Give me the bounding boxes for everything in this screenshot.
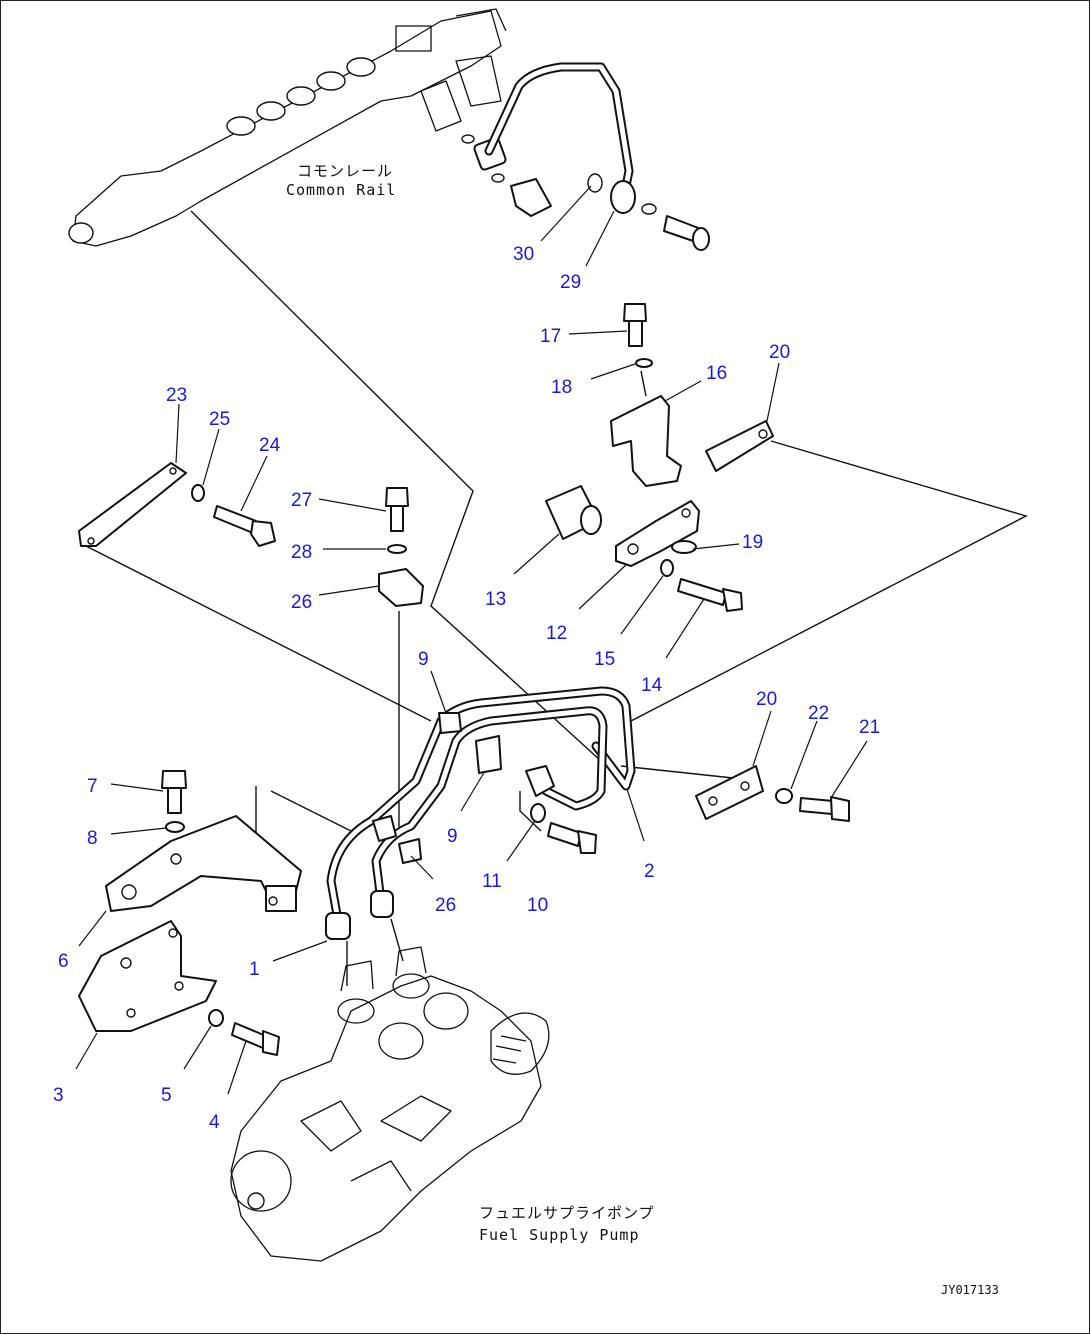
pipe-joint (525, 765, 555, 797)
callout-18: 18 (551, 377, 572, 398)
callout-22: 22 (808, 703, 829, 724)
common-rail (68, 8, 552, 247)
callout-26-upper: 26 (291, 592, 312, 613)
part-26-clamp-lower-b (398, 838, 422, 864)
part-12-bracket (615, 500, 700, 567)
part-16-bracket (610, 395, 682, 487)
callout-20-upper: 20 (769, 342, 790, 363)
part-15-washer (660, 559, 674, 577)
common-rail-caption-en: Common Rail (286, 181, 396, 199)
drawing-code: JY017133 (941, 1283, 999, 1297)
part-18-washer (635, 358, 653, 368)
part-28-washer (387, 544, 407, 554)
callout-21: 21 (859, 717, 880, 738)
callout-11: 11 (482, 871, 502, 892)
fuel-supply-pump (230, 918, 550, 1262)
part-24-bolt (213, 505, 276, 547)
callout-24: 24 (259, 435, 281, 456)
callout-numbers: 30 29 17 18 16 20 23 25 24 27 28 26 13 1… (53, 244, 880, 1133)
callout-17: 17 (540, 326, 561, 347)
callout-14: 14 (641, 675, 663, 696)
callout-20-lower: 20 (756, 689, 777, 710)
leader-lines (75, 185, 868, 1095)
part-25-washer (191, 484, 205, 502)
callout-30: 30 (513, 244, 534, 265)
part-20-block-upper (705, 420, 774, 472)
callout-9-upper: 9 (418, 649, 429, 670)
part-26-clamp-lower-a (372, 815, 397, 842)
callout-10: 10 (527, 895, 548, 916)
part-23-stay (78, 462, 187, 547)
callout-5: 5 (161, 1085, 172, 1106)
part-21-bolt (799, 796, 850, 822)
part-11-washer (530, 803, 546, 823)
callout-4: 4 (209, 1112, 220, 1133)
rail-pipe (484, 62, 710, 251)
callout-1: 1 (249, 959, 260, 980)
callout-8: 8 (87, 828, 98, 849)
callout-13: 13 (485, 589, 506, 610)
part-14-bolt (677, 578, 743, 612)
part-8-washer (165, 821, 185, 833)
callout-6: 6 (58, 951, 69, 972)
callout-7: 7 (87, 776, 98, 797)
callout-3: 3 (53, 1085, 64, 1106)
part-17-bolt (623, 303, 647, 347)
part-13-spacer (545, 485, 602, 540)
callout-29: 29 (560, 272, 581, 293)
callout-12: 12 (546, 623, 567, 644)
pipe-2-nut (370, 890, 394, 918)
callout-27: 27 (291, 490, 312, 511)
part-7-bolt (161, 770, 187, 814)
callout-23: 23 (166, 385, 187, 406)
callout-19: 19 (742, 532, 763, 553)
callout-25: 25 (209, 409, 230, 430)
callout-9-lower: 9 (447, 826, 458, 847)
part-4-bolt (231, 1022, 280, 1056)
part-26-clamp-upper (378, 568, 424, 607)
callout-2: 2 (644, 861, 655, 882)
common-rail-caption-jp: コモンレール (297, 162, 393, 180)
part-6-bracket (105, 815, 302, 912)
part-3-bracket (78, 920, 217, 1032)
pump-caption-en: Fuel Supply Pump (479, 1226, 640, 1244)
part-10-bolt (547, 822, 597, 854)
callout-26-lower: 26 (435, 895, 456, 916)
fuel-pipe-1 (326, 686, 636, 931)
callout-28: 28 (291, 542, 312, 563)
part-19-washer (671, 540, 697, 554)
pipe-1-nut (325, 912, 351, 940)
part-20-block-lower (695, 765, 764, 820)
part-22-washer (775, 788, 793, 804)
fuel-pipe-2 (371, 706, 608, 906)
pump-caption-jp: フュエルサプライポンプ (479, 1204, 655, 1222)
part-27-bolt (385, 487, 409, 532)
callout-15: 15 (594, 649, 615, 670)
part-5-washer (208, 1009, 224, 1027)
part-9-clip-upper (438, 712, 462, 734)
callout-16: 16 (706, 363, 727, 384)
part-9-clip-lower (475, 735, 502, 774)
